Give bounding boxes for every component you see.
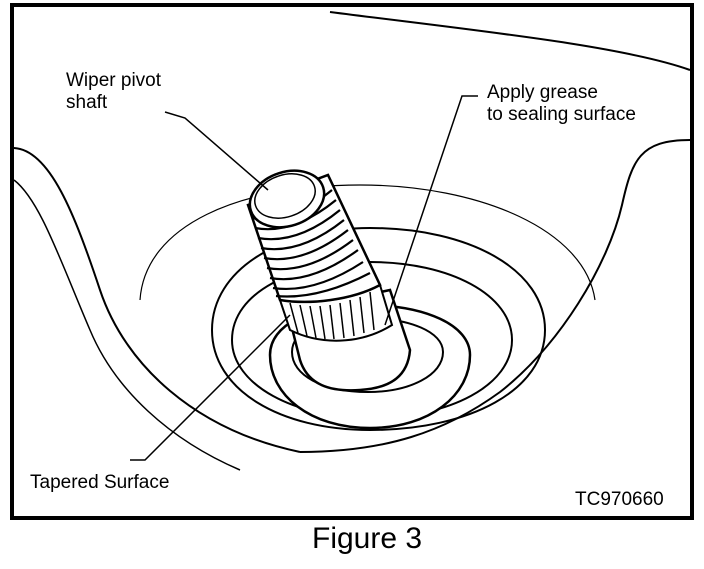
leader-tapered xyxy=(130,314,291,461)
label-wiper-pivot-line2: shaft xyxy=(66,92,108,113)
panel-contour-left xyxy=(13,147,301,453)
panel-contour-left-inner xyxy=(13,179,241,471)
knurl-lines xyxy=(289,291,375,340)
figure-code: TC970660 xyxy=(575,489,664,510)
leader-grease xyxy=(384,95,478,326)
panel-contour-top xyxy=(329,11,691,71)
label-grease-line2: to sealing surface xyxy=(487,104,636,125)
recess-faint-ring xyxy=(139,184,596,301)
diagram-border xyxy=(10,3,694,520)
leader-pivot-shaft xyxy=(164,111,269,191)
figure-caption: Figure 3 xyxy=(312,522,422,555)
panel-contour-right xyxy=(299,139,691,453)
shaft-end-face xyxy=(254,173,316,219)
label-tapered-surface: Tapered Surface xyxy=(30,472,169,493)
label-wiper-pivot-line1: Wiper pivot xyxy=(66,70,162,91)
label-grease-line1: Apply grease xyxy=(487,82,598,103)
